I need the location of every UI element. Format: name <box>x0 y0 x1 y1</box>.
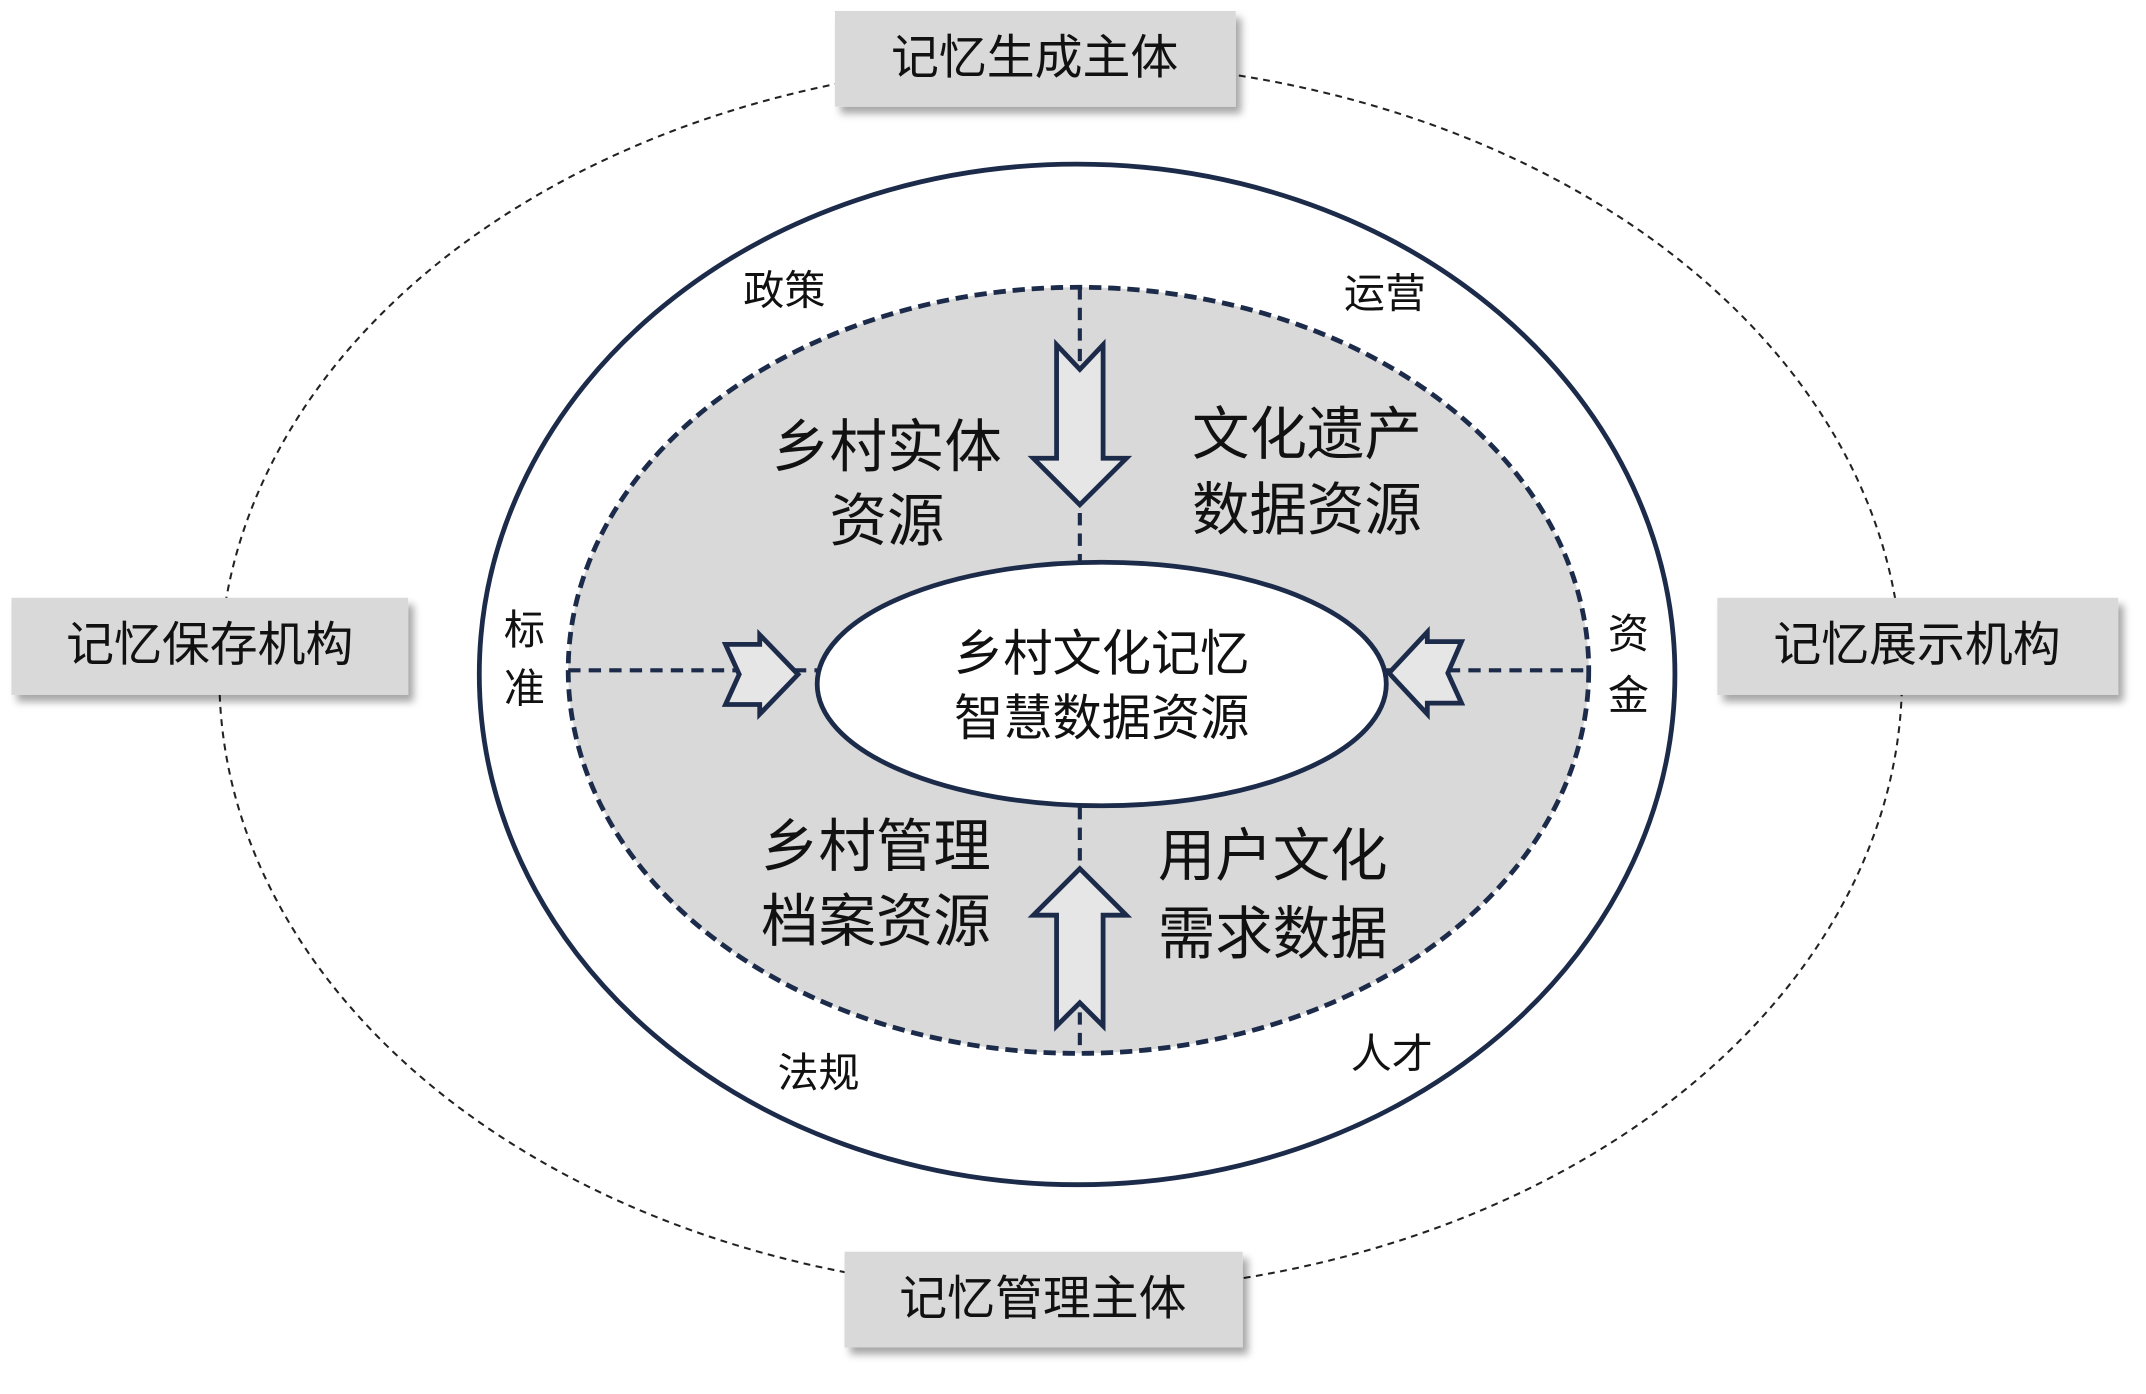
arrow-left-icon <box>1385 625 1466 721</box>
factor-funding-1: 资 <box>1608 610 1649 658</box>
quadrant-top-left-line-2: 资源 <box>830 487 945 554</box>
factor-policy: 政策 <box>743 267 825 315</box>
quadrant-bottom-left-line-1: 乡村管理 <box>761 813 991 880</box>
core-ellipse <box>814 559 1389 809</box>
quadrant-bottom-left-line-2: 档案资源 <box>761 888 991 955</box>
arrow-up-icon <box>1027 865 1133 1032</box>
factor-standard-1: 标 <box>504 606 545 654</box>
factor-funding-2: 金 <box>1608 672 1649 720</box>
box-top: 记忆生成主体 <box>834 10 1236 107</box>
factor-talent: 人才 <box>1351 1030 1433 1078</box>
arrow-down-icon <box>1027 338 1133 509</box>
quadrant-top-right-line-2: 数据资源 <box>1192 476 1422 543</box>
factor-standard-2: 准 <box>504 665 545 713</box>
core-line-2: 智慧数据资源 <box>954 689 1249 747</box>
quadrant-top-left-line-1: 乡村实体 <box>772 413 1002 480</box>
box-right: 记忆展示机构 <box>1717 597 2119 695</box>
box-left-label: 记忆保存机构 <box>66 618 353 673</box>
box-right-label: 记忆展示机构 <box>1773 618 2060 673</box>
factor-regulation: 法规 <box>778 1049 860 1097</box>
arrow-right-icon <box>721 628 802 721</box>
factor-operation: 运营 <box>1344 269 1426 317</box>
quadrant-bottom-right-line-2: 需求数据 <box>1158 900 1388 967</box>
core-line-1: 乡村文化记忆 <box>954 625 1249 683</box>
box-bottom-label: 记忆管理主体 <box>899 1272 1186 1327</box>
box-top-label: 记忆生成主体 <box>891 31 1178 86</box>
quadrant-top-right-line-1: 文化遗产 <box>1192 401 1422 468</box>
box-left: 记忆保存机构 <box>11 597 409 695</box>
quadrant-bottom-right-line-1: 用户文化 <box>1158 822 1388 889</box>
box-bottom: 记忆管理主体 <box>844 1251 1243 1348</box>
